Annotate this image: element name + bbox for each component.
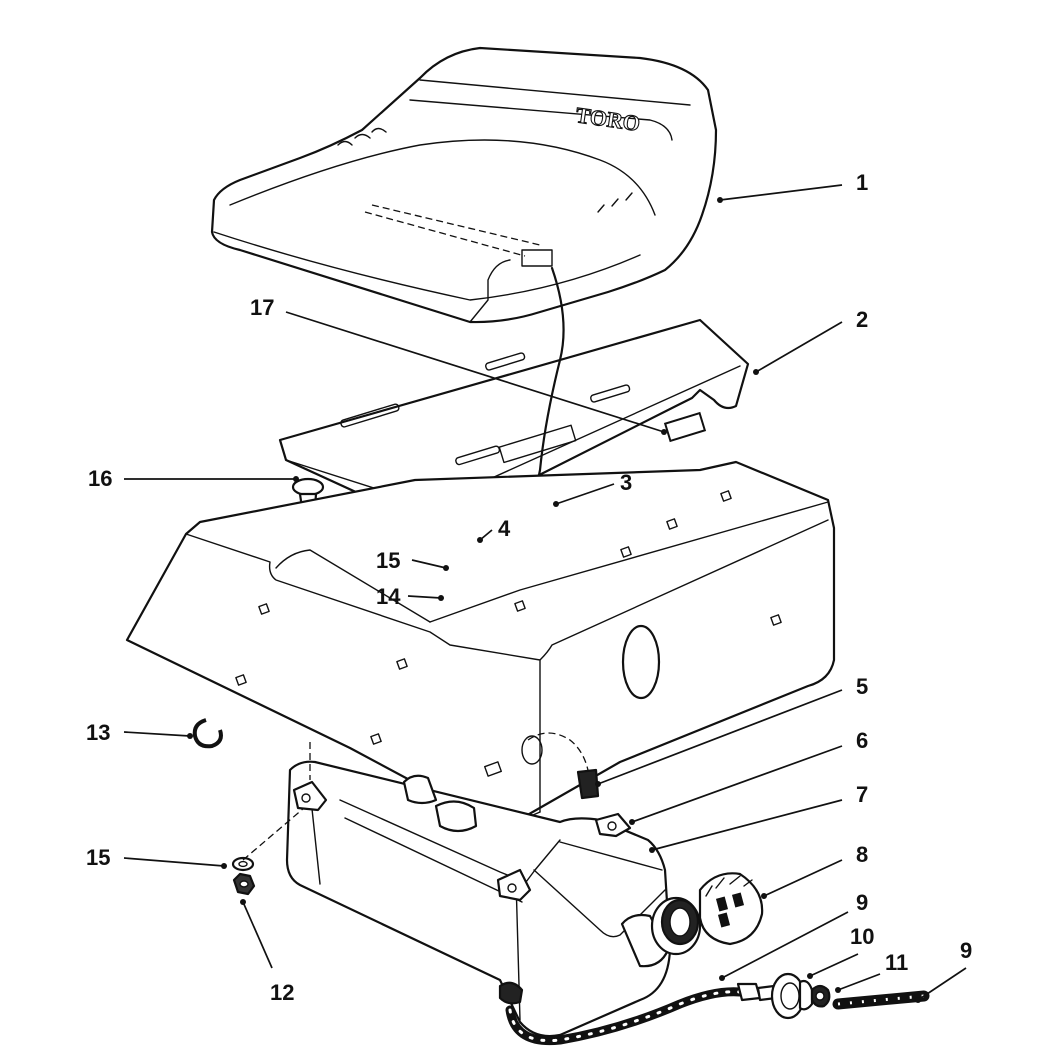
flat-washer-lower <box>231 856 255 872</box>
mounting-axis-line <box>242 807 305 861</box>
callout-14: 14 <box>376 584 401 609</box>
fuel-hose-engine <box>832 990 930 1010</box>
callout-1: 1 <box>856 170 868 195</box>
callout-7: 7 <box>856 782 868 807</box>
callout-6: 6 <box>856 728 868 753</box>
callout-16: 16 <box>88 466 112 491</box>
fuel-filter <box>770 972 814 1020</box>
callout-10: 10 <box>850 924 874 949</box>
callout-17: 17 <box>250 295 274 320</box>
callout-15-upper: 15 <box>376 548 400 573</box>
callout-numbers: 1 2 3 4 5 6 7 8 9 9 10 11 12 13 14 15 15… <box>86 170 972 1005</box>
callout-3: 3 <box>620 470 632 495</box>
callout-12: 12 <box>270 980 294 1005</box>
leader-lines <box>123 184 967 1003</box>
fender-body <box>125 460 836 827</box>
callout-5: 5 <box>856 674 868 699</box>
callout-11: 11 <box>885 950 908 975</box>
callout-15-lower: 15 <box>86 845 110 870</box>
callout-9-left: 9 <box>856 890 868 915</box>
fuel-cap <box>650 872 764 956</box>
lock-nut <box>232 872 256 896</box>
hose-clamp <box>810 984 831 1008</box>
fuel-hose-tank <box>505 982 778 1046</box>
vent-hose <box>521 732 600 800</box>
seat: TORO <box>210 46 718 324</box>
callout-9-right: 9 <box>960 938 972 963</box>
callout-2: 2 <box>856 307 868 332</box>
fuel-tank <box>285 760 672 1038</box>
callout-4: 4 <box>498 516 511 541</box>
callout-8: 8 <box>856 842 868 867</box>
retaining-ring <box>192 718 223 749</box>
callout-13: 13 <box>86 720 110 745</box>
